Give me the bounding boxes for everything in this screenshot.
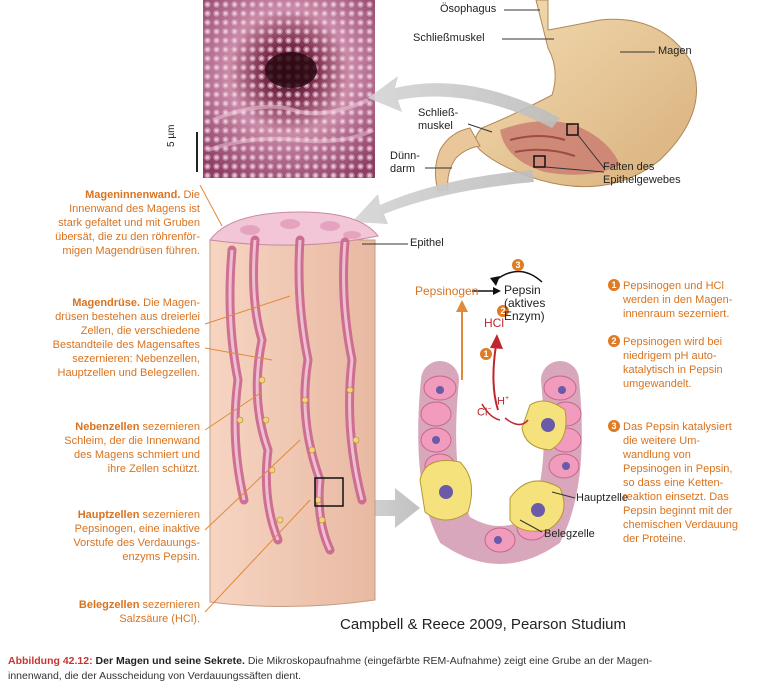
label-parietal-cells: Belegzellen sezernieren Salzsäure (HCl). [20,598,200,626]
label-epithelial-folds: Falten des Epithelgewebes [603,161,681,187]
label-pepsin: Pepsin (aktives Enzym) [504,284,545,323]
label-stomach-wall: Mageninnenwand. Die Innenwand des Magens… [20,188,200,258]
caption-line-2: innenwand, die der Ausscheidung von Verd… [8,670,301,682]
figure-number: Abbildung 42.12: [8,655,93,667]
source-credit: Campbell & Reece 2009, Pearson Studium [340,616,626,633]
label-sphincter-bottom: Schließ- muskel [418,107,458,133]
label-mucous-cells: Nebenzellen sezernieren Schleim, der die… [20,420,200,476]
figure-title: Der Magen und seine Sekrete. [96,655,245,667]
label-duodenum: Dünn- darm [390,150,420,176]
label-sphincter-top: Schließmuskel [413,32,485,45]
label-cl-minus: Cl− [477,406,491,419]
label-chief-cells: Hauptzellen sezernieren Pepsinogen, eine… [20,508,200,564]
label-stomach: Magen [658,45,692,58]
step-marker-3: 3 [512,256,527,274]
label-gastric-gland: Magendrüse. Die Magen- drüsen bestehen a… [14,296,200,380]
label-parietal-cell: Belegzelle [544,528,595,541]
label-hcl: HCl [484,316,504,330]
step-marker-1: 1 [480,345,495,363]
caption-line-1: Die Mikroskopaufnahme (eingefärbte REM-A… [248,655,652,667]
label-pepsinogen: Pepsinogen [415,284,478,298]
label-h-plus: H+ [497,395,509,408]
label-oesophagus: Ösophagus [440,3,496,16]
label-epithel: Epithel [410,237,444,250]
figure-caption: Abbildung 42.12: Der Magen und seine Sek… [8,654,763,684]
